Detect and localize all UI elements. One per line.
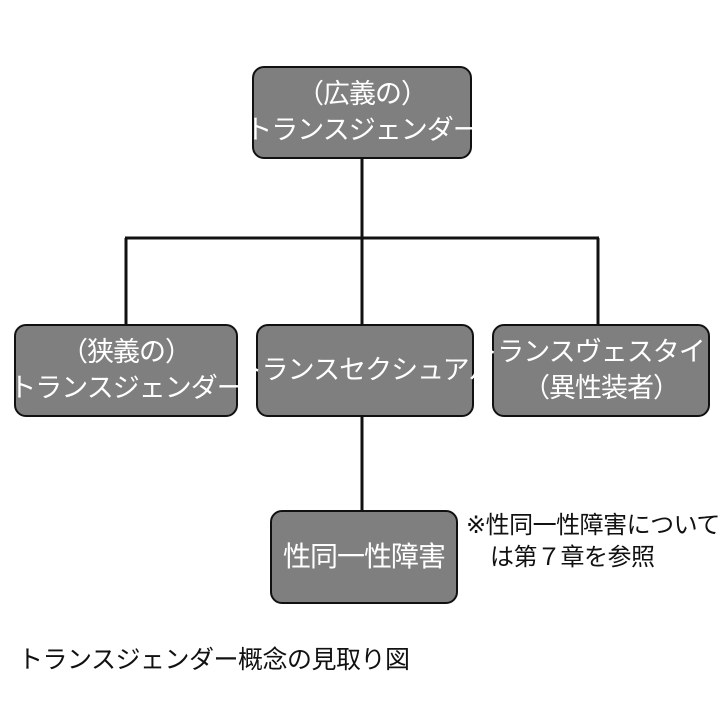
footnote-gid-reference: ※性同一性障害について は第７章を参照 [466, 509, 720, 573]
node-broad-transgender-line2: トランスジェンダー [245, 114, 479, 146]
footnote-line1: ※性同一性障害について [466, 511, 720, 539]
node-transvestite-line2: （異性装者） [523, 372, 680, 404]
node-gender-identity-disorder: 性同一性障害 [270, 510, 458, 604]
node-narrow-transgender-line2: トランスジェンダー [9, 372, 243, 404]
node-broad-transgender: （広義の） トランスジェンダー [245, 66, 480, 159]
figure-caption: トランスジェンダー概念の見取り図 [18, 645, 410, 674]
node-narrow-transgender-line1: （狭義の） [61, 336, 192, 368]
footnote-line2: は第７章を参照 [490, 543, 655, 571]
node-transvestite: トランスヴェスタイト （異性装者） [471, 324, 724, 417]
node-transsexual: トランスセクシュアル [236, 324, 495, 417]
node-broad-transgender-line1: （広義の） [297, 78, 428, 110]
node-transvestite-line1: トランスヴェスタイト [471, 336, 724, 368]
node-transsexual-line1: トランスセクシュアル [235, 354, 496, 386]
node-narrow-transgender: （狭義の） トランスジェンダー [9, 324, 244, 417]
node-gender-identity-disorder-line1: 性同一性障害 [282, 540, 446, 573]
